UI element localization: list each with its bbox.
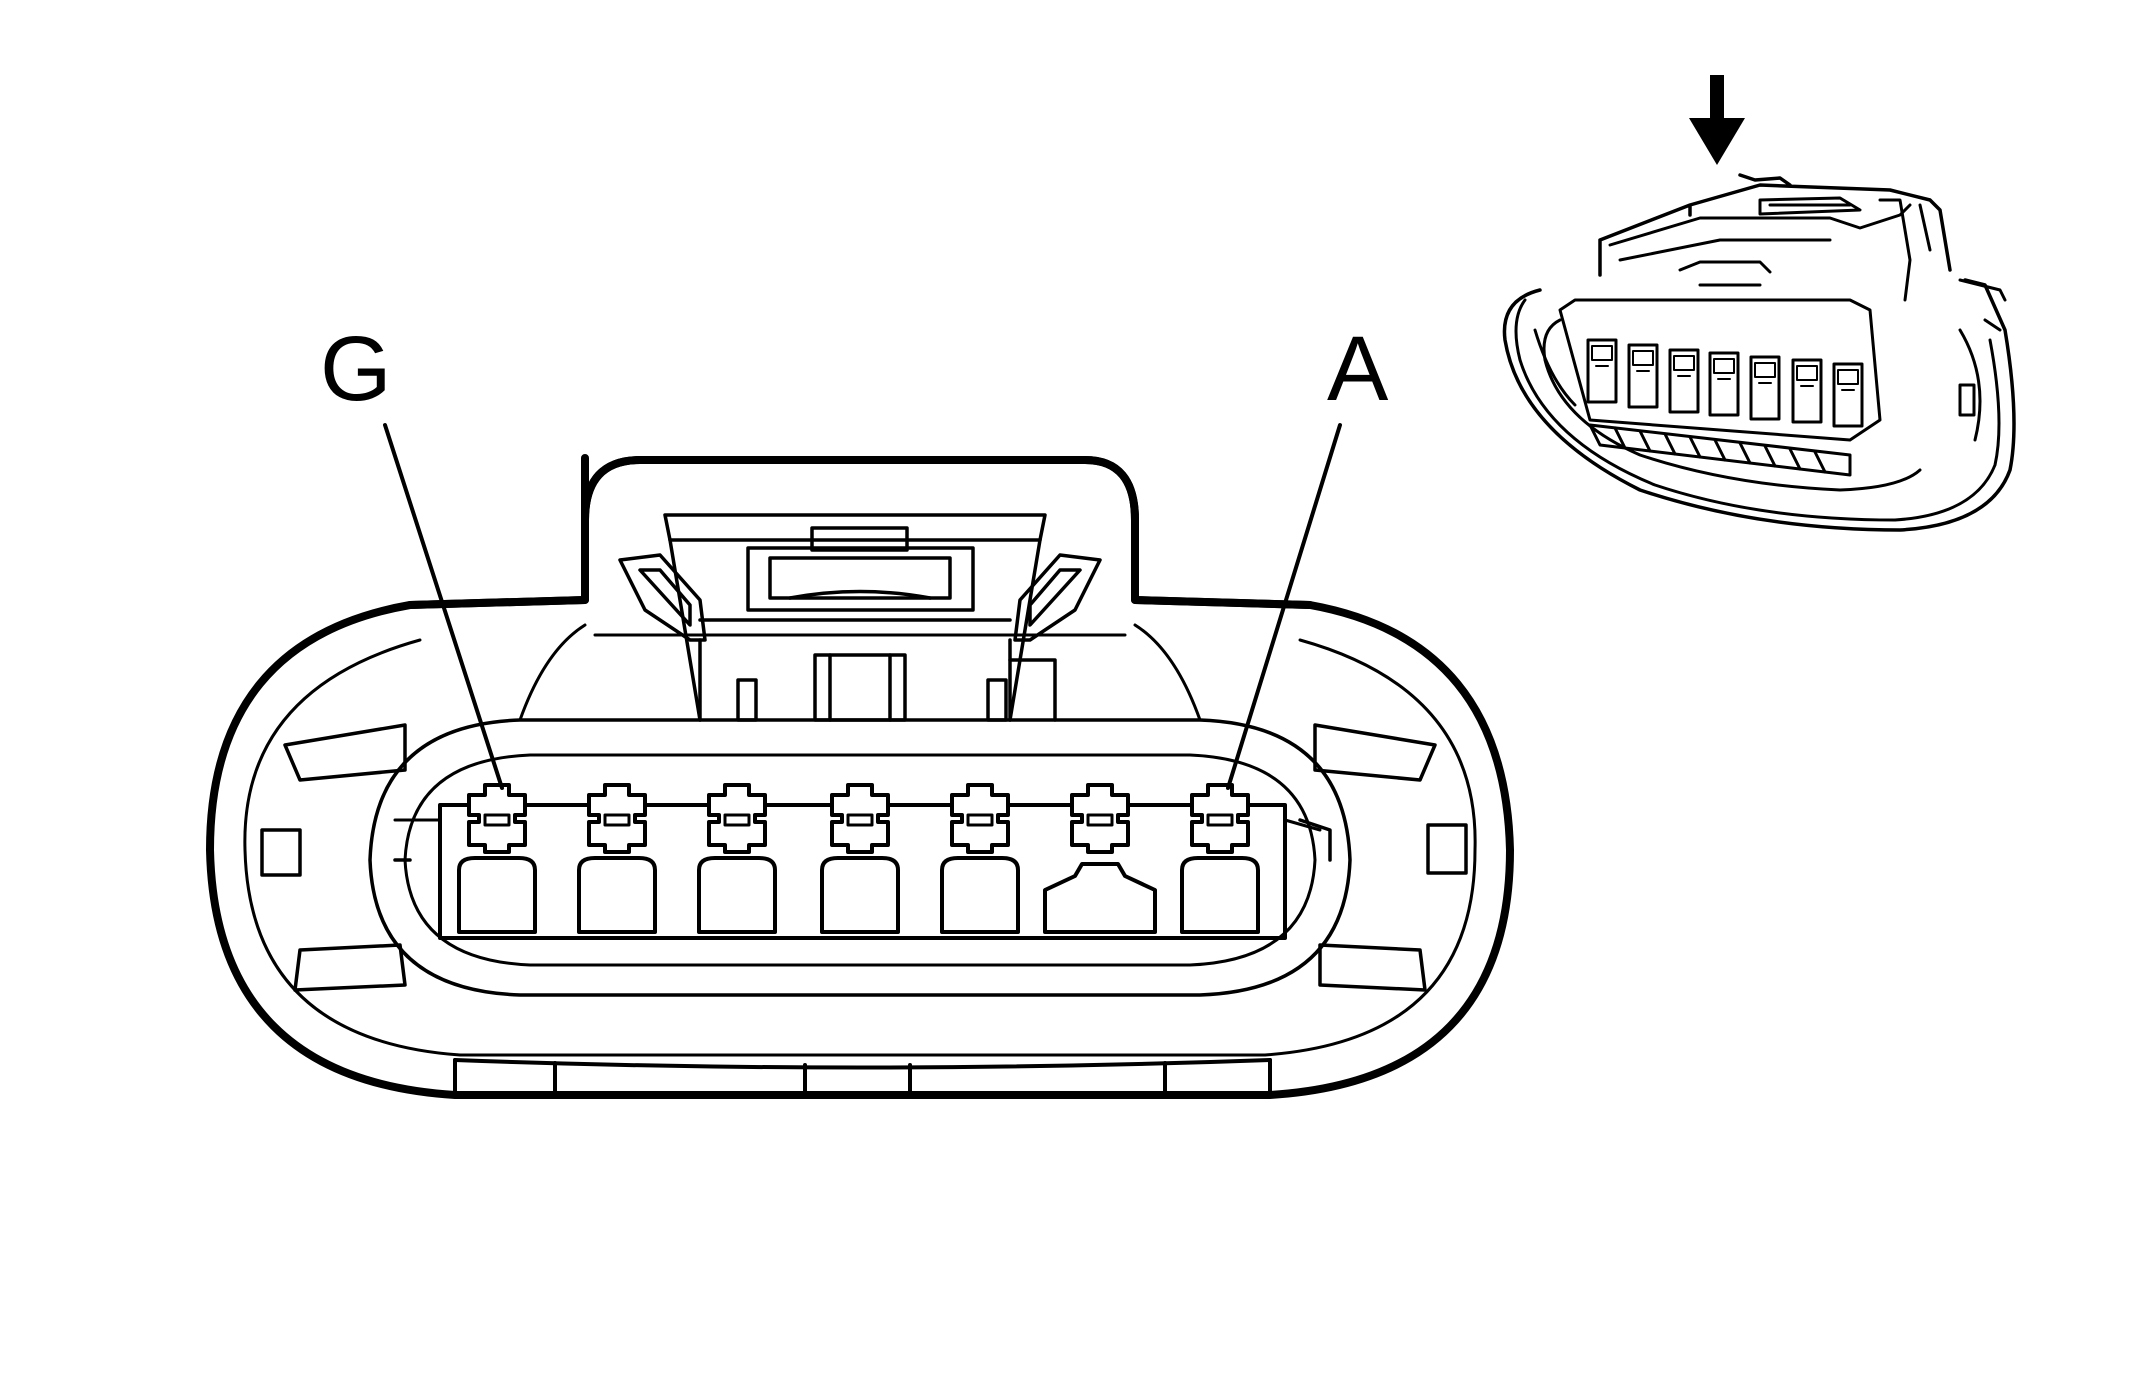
connector-face-view: G A xyxy=(206,318,1514,1099)
inset-tray xyxy=(1558,298,1882,442)
pin-label-a: A xyxy=(1327,318,1389,420)
cavity-row xyxy=(457,783,1260,934)
latch-assembly xyxy=(618,513,1102,722)
leader-line-g xyxy=(383,423,504,790)
side-windows xyxy=(260,723,1468,992)
terminal-shroud xyxy=(368,718,1352,997)
bottom-ribs xyxy=(453,1058,1272,1097)
cavity-f xyxy=(577,783,657,934)
housing-outline xyxy=(206,454,1514,1099)
connector-isometric-inset xyxy=(1502,75,2016,532)
latch-hump xyxy=(406,456,1314,609)
inset-cavities xyxy=(1586,338,1864,428)
cavity-d xyxy=(820,783,900,934)
inset-outer-body xyxy=(1502,278,2016,532)
down-arrow-icon xyxy=(1689,75,1745,165)
cavity-b xyxy=(1043,783,1157,934)
pin-label-g: G xyxy=(320,318,392,420)
inset-comb xyxy=(1588,423,1852,477)
cavity-a xyxy=(1180,783,1260,934)
leader-line-a xyxy=(1226,423,1342,790)
cavity-c xyxy=(940,783,1020,934)
inset-latch xyxy=(1598,173,1952,277)
cavity-e xyxy=(697,783,777,934)
terminal-shroud-inner xyxy=(403,753,1317,967)
cavity-g xyxy=(457,783,537,934)
